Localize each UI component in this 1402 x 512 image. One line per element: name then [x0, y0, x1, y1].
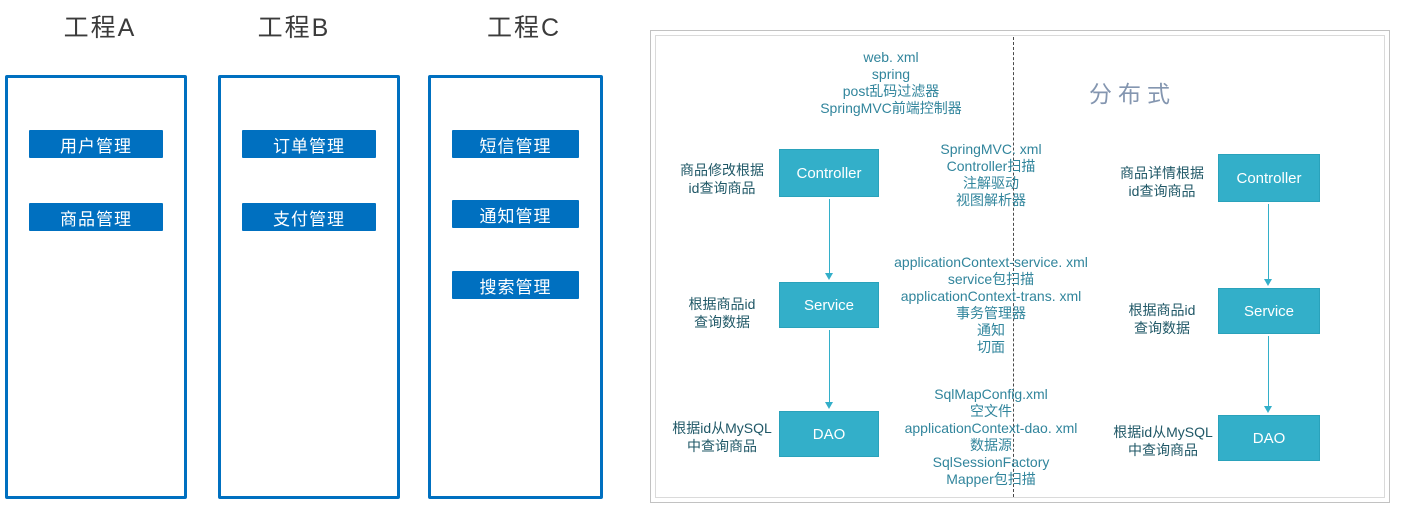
distributed-architecture-panel: 分布式 web. xml spring post乱码过滤器 SpringMVC前… — [650, 30, 1390, 503]
arrow-head-icon — [1264, 406, 1272, 413]
left-dao-box: DAO — [779, 411, 879, 457]
right-service-note: 根据商品id 查询数据 — [1128, 302, 1196, 336]
left-controller-note: 商品修改根据 id查询商品 — [680, 162, 764, 196]
project-c-title: 工程C — [486, 14, 562, 42]
dao-config-notes: SqlMapConfig.xml 空文件 applicationContext-… — [904, 386, 1078, 487]
right-service-box: Service — [1218, 288, 1320, 334]
arrow-line — [829, 199, 830, 274]
right-controller-note: 商品详情根据 id查询商品 — [1120, 165, 1204, 199]
left-controller-box: Controller — [779, 149, 879, 197]
module-order-management: 订单管理 — [242, 130, 376, 158]
controller-config-notes: SpringMVC. xml Controller扫描 注解驱动 视图解析器 — [940, 141, 1042, 208]
project-a-panel: 用户管理 商品管理 — [5, 75, 187, 499]
arrow-right-service-to-dao — [1264, 336, 1273, 413]
right-dao-box: DAO — [1218, 415, 1320, 461]
right-controller-box: Controller — [1218, 154, 1320, 202]
arrow-head-icon — [825, 273, 833, 280]
arrow-line — [829, 330, 830, 403]
web-xml-notes: web. xml spring post乱码过滤器 SpringMVC前端控制器 — [820, 49, 962, 116]
right-dao-note: 根据id从MySQL 中查询商品 — [1113, 424, 1213, 458]
project-a-title: 工程A — [63, 14, 137, 42]
diagram-title: 分布式 — [1089, 81, 1176, 107]
arrow-line — [1268, 336, 1269, 407]
project-b-panel: 订单管理 支付管理 — [218, 75, 400, 499]
dashed-divider — [1013, 37, 1014, 497]
arrow-left-controller-to-service — [825, 199, 834, 280]
arrow-head-icon — [825, 402, 833, 409]
module-notification-management: 通知管理 — [452, 200, 579, 228]
arrow-right-controller-to-service — [1264, 204, 1273, 286]
left-service-note: 根据商品id 查询数据 — [688, 296, 756, 330]
module-sms-management: 短信管理 — [452, 130, 579, 158]
project-c-panel: 短信管理 通知管理 搜索管理 — [428, 75, 603, 499]
project-b-title: 工程B — [257, 14, 331, 42]
module-search-management: 搜索管理 — [452, 271, 579, 299]
arrow-line — [1268, 204, 1269, 280]
module-user-management: 用户管理 — [29, 130, 163, 158]
arrow-left-service-to-dao — [825, 330, 834, 409]
left-dao-note: 根据id从MySQL 中查询商品 — [672, 420, 772, 454]
left-service-box: Service — [779, 282, 879, 328]
arrow-head-icon — [1264, 279, 1272, 286]
service-config-notes: applicationContext-service. xml service包… — [894, 254, 1088, 355]
module-product-management: 商品管理 — [29, 203, 163, 231]
module-payment-management: 支付管理 — [242, 203, 376, 231]
